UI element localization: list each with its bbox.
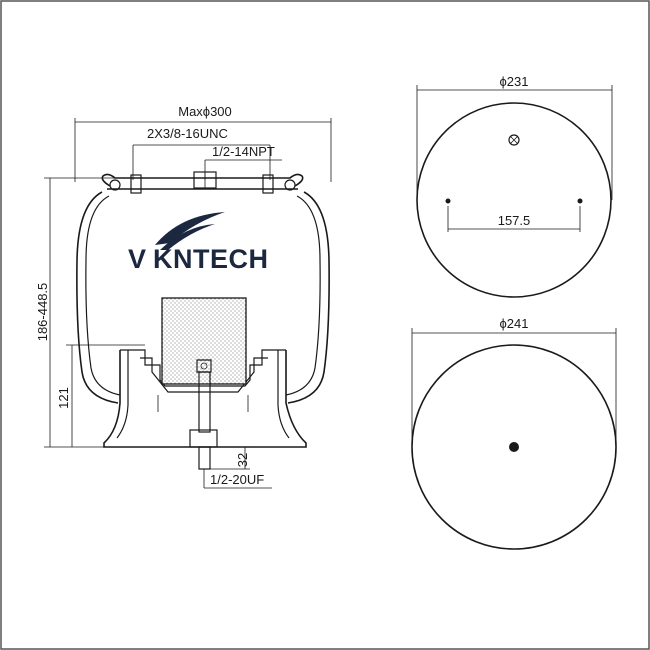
top-plate-view: ϕ231 157.5 — [416, 74, 613, 298]
bolt-spacing-dimension: 157.5 — [447, 206, 581, 232]
max-diameter-dimension: Maxϕ300 — [74, 104, 332, 182]
height-range-dimension: 186-448.5 — [35, 177, 118, 448]
side-view: Maxϕ300 2X3/8-16UNC 1/2-14NPT 186-448.5 … — [35, 104, 332, 489]
top-bead-plate — [101, 173, 304, 191]
air-inlet-hole — [508, 134, 520, 146]
bottom-stud-label: 1/2-20UF — [210, 472, 264, 487]
bolt-hole-right — [577, 198, 583, 204]
top-thread-label: 2X3/8-16UNC — [147, 126, 228, 141]
piston-height-dimension: 121 — [56, 344, 145, 447]
rubber-bellow — [76, 191, 330, 404]
bottom-plate-view: ϕ241 — [411, 316, 617, 550]
top-mounting-studs — [130, 171, 274, 194]
piston-height-label: 121 — [56, 387, 71, 409]
bottom-plate-circle — [411, 344, 617, 550]
bolt-hole-left — [445, 198, 451, 204]
bolt-spacing-label: 157.5 — [498, 213, 531, 228]
height-range-label: 186-448.5 — [35, 283, 50, 342]
center-stud-hole — [509, 442, 519, 452]
bottom-stud-dimension: 1/2-20UF — [203, 469, 272, 489]
brand-logo: V KNTECH — [128, 212, 269, 274]
top-plate-diameter-label: ϕ231 — [500, 74, 529, 89]
brand-name: KNTECH — [153, 244, 269, 274]
air-inlet-label: 1/2-14NPT — [212, 144, 275, 159]
bottom-plate-diameter-label: ϕ241 — [500, 316, 529, 331]
stud-length-label: 32 — [235, 453, 250, 467]
top-thread-dimension: 2X3/8-16UNC — [132, 126, 271, 180]
stud-length-dimension: 32 — [210, 446, 250, 470]
brand-swoosh — [155, 212, 225, 245]
bottom-stud — [189, 359, 218, 470]
max-diameter-label: Maxϕ300 — [178, 104, 232, 119]
bumper — [161, 297, 247, 385]
top-plate-circle — [416, 102, 612, 298]
brand-prefix: V — [128, 244, 147, 274]
